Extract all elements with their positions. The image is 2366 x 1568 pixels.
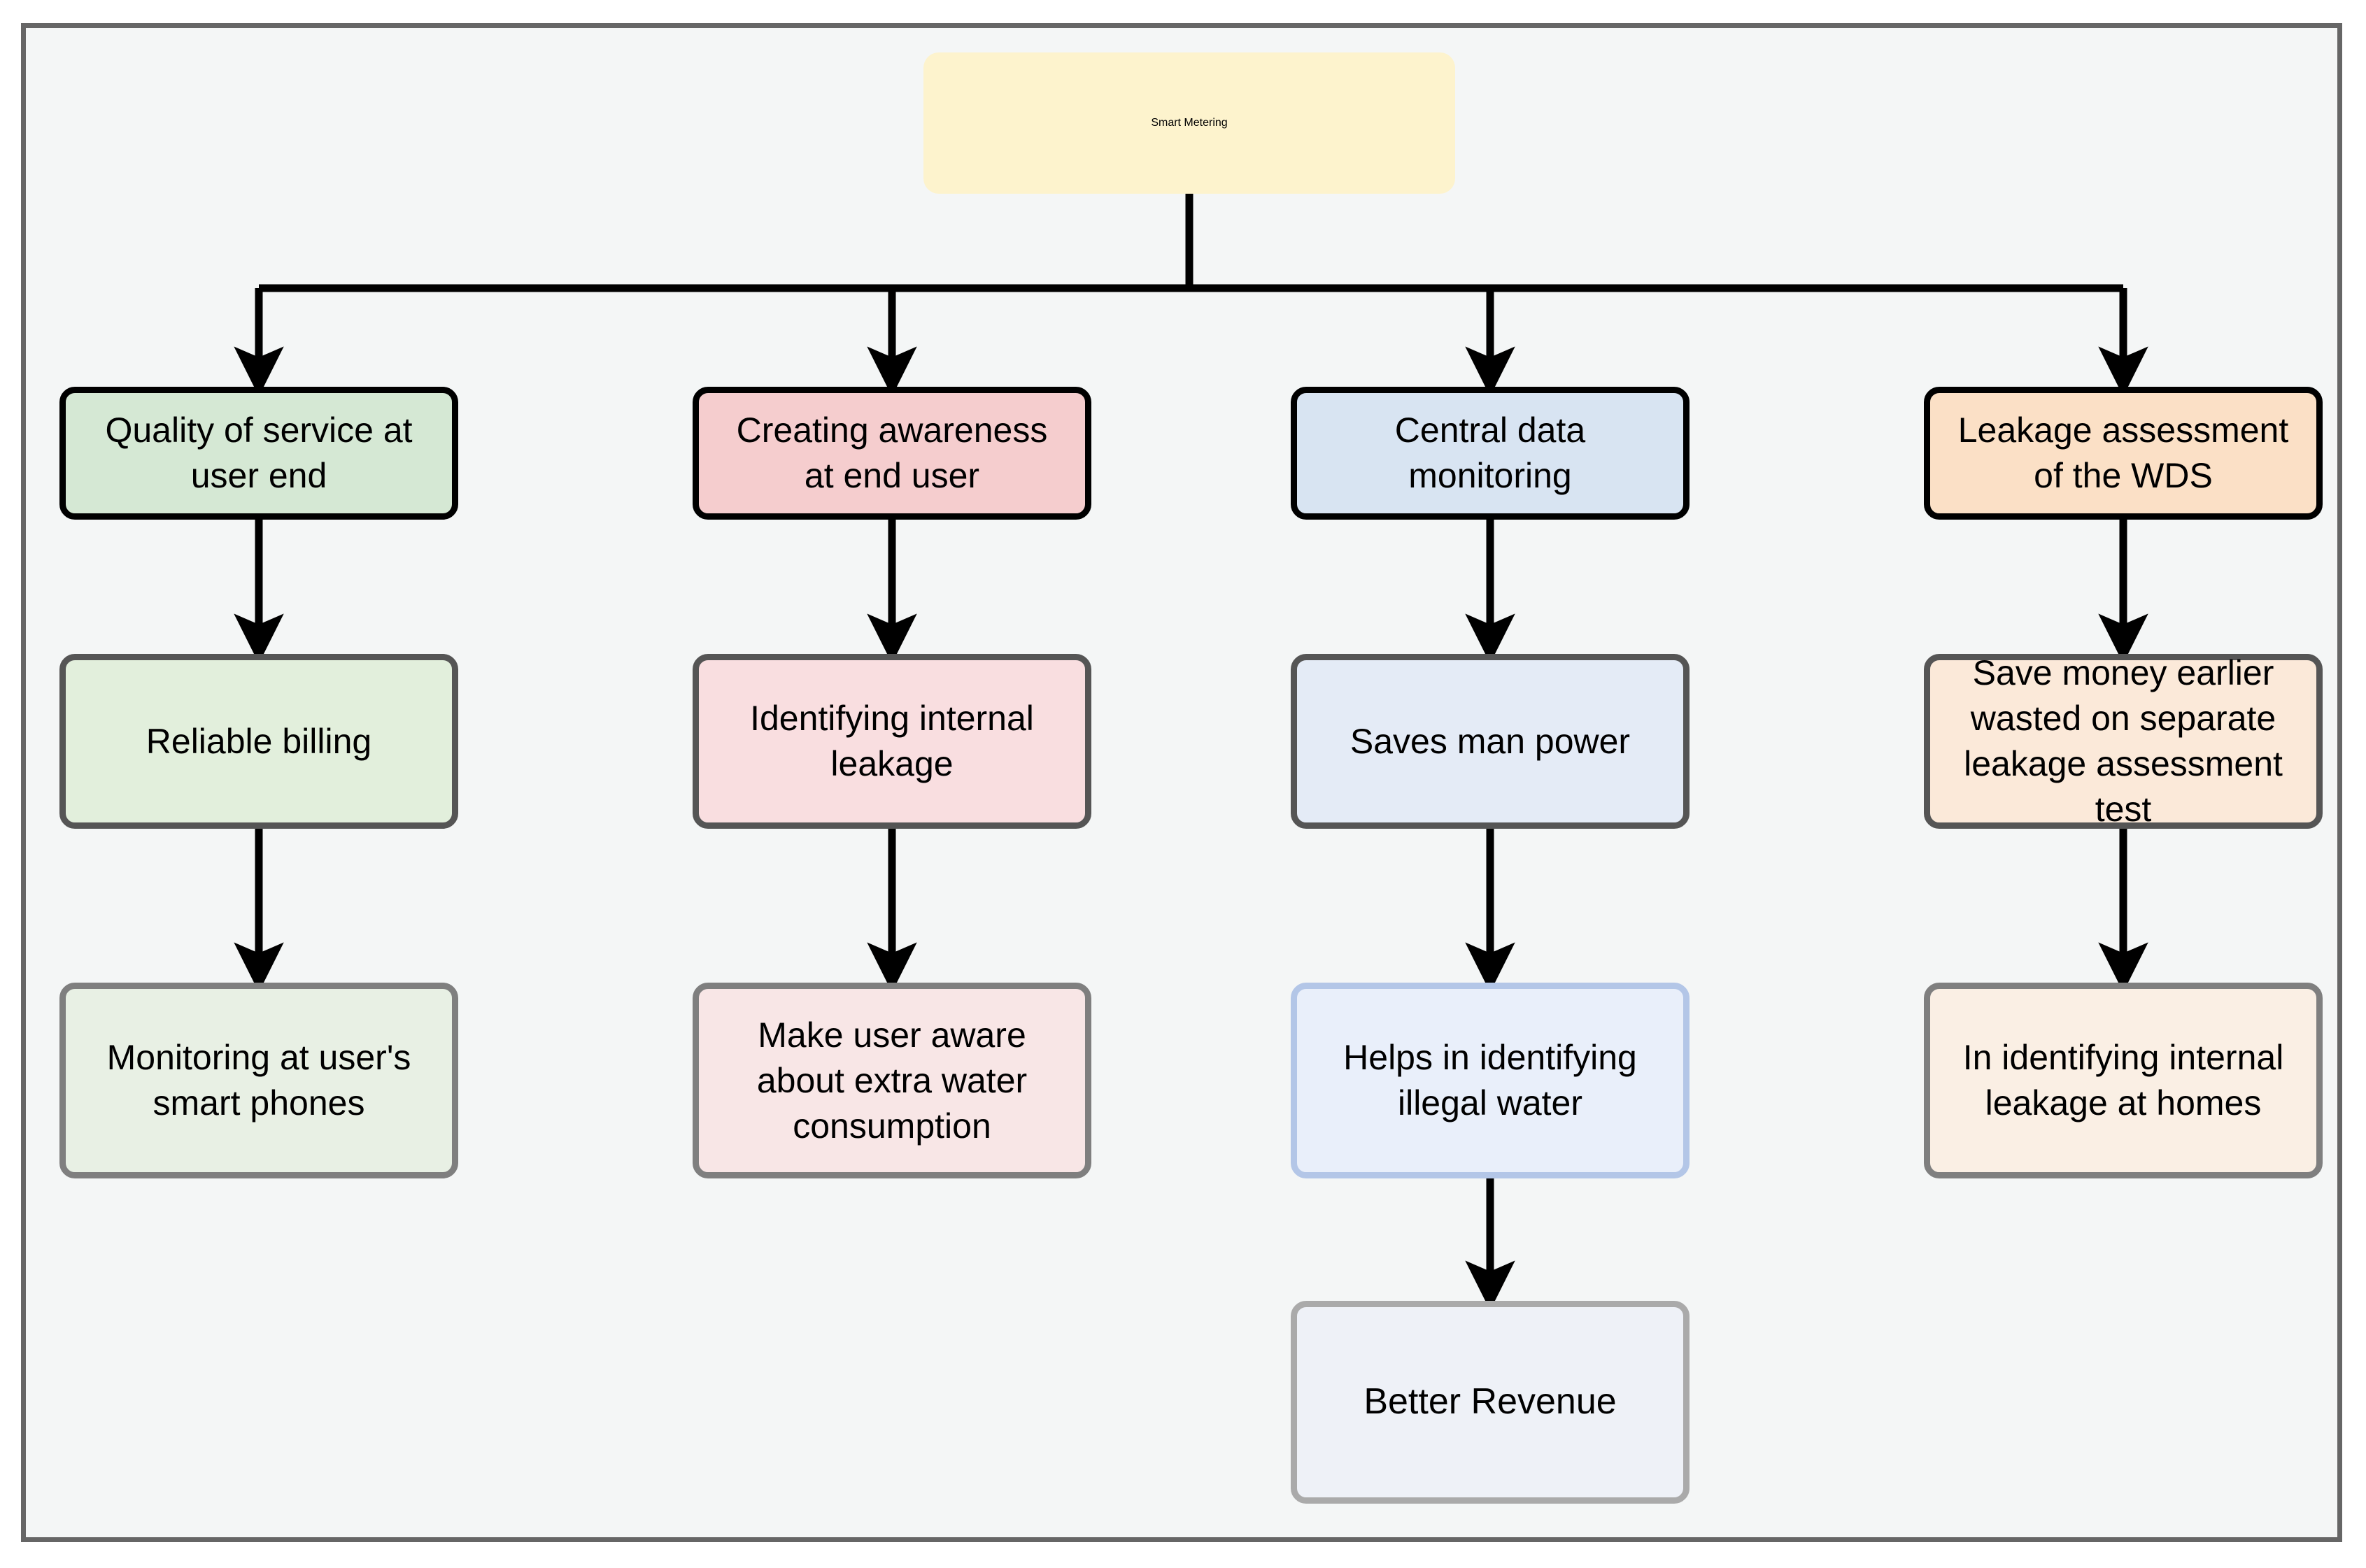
node-label: Saves man power (1350, 721, 1631, 761)
node-label: Make user aware about extra water consum… (756, 1015, 1028, 1146)
node-b3-4[interactable]: Better Revenue (1291, 1301, 1690, 1504)
node-root-smart-metering[interactable]: Smart Metering (923, 52, 1455, 194)
node-label: Central data monitoring (1394, 411, 1586, 495)
node-b1-3[interactable]: Monitoring at user's smart phones (59, 983, 458, 1178)
node-b4-3[interactable]: In identifying internal leakage at homes (1924, 983, 2323, 1178)
node-b4-1[interactable]: Leakage assessment of the WDS (1924, 387, 2323, 520)
node-b3-1[interactable]: Central data monitoring (1291, 387, 1690, 520)
node-b4-2[interactable]: Save money earlier wasted on separate le… (1924, 653, 2323, 829)
node-label: Identifying internal leakage (750, 699, 1034, 783)
node-b1-2[interactable]: Reliable billing (59, 654, 458, 829)
node-label: Save money earlier wasted on separate le… (1964, 653, 2283, 829)
node-label: In identifying internal leakage at homes (1962, 1038, 2284, 1122)
node-label: Better Revenue (1363, 1381, 1617, 1423)
node-b3-2[interactable]: Saves man power (1291, 654, 1690, 829)
node-b1-1[interactable]: Quality of service at user end (59, 387, 458, 520)
node-label: Monitoring at user's smart phones (106, 1038, 411, 1122)
node-b2-3[interactable]: Make user aware about extra water consum… (693, 983, 1091, 1178)
node-label: Reliable billing (146, 721, 372, 761)
node-label: Helps in identifying illegal water (1343, 1038, 1637, 1122)
node-b2-2[interactable]: Identifying internal leakage (693, 654, 1091, 829)
node-label: Creating awareness at end user (736, 411, 1048, 495)
node-b3-3[interactable]: Helps in identifying illegal water (1291, 983, 1690, 1178)
node-label: Leakage assessment of the WDS (1957, 411, 2289, 495)
node-label: Quality of service at user end (105, 411, 413, 495)
node-b2-1[interactable]: Creating awareness at end user (693, 387, 1091, 520)
node-label: Smart Metering (1151, 116, 1228, 129)
